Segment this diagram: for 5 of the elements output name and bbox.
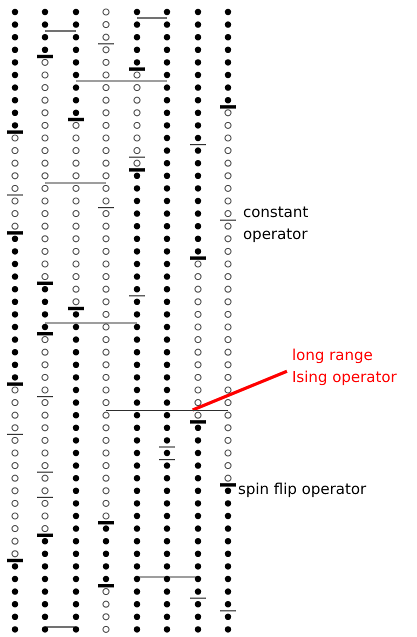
operator-line [106,410,228,411]
operator-label: spin flip operator [238,479,368,500]
callout-text: long range Ising operator [292,344,408,388]
operator-label: constant operator [243,202,310,245]
leader-line [192,370,288,412]
